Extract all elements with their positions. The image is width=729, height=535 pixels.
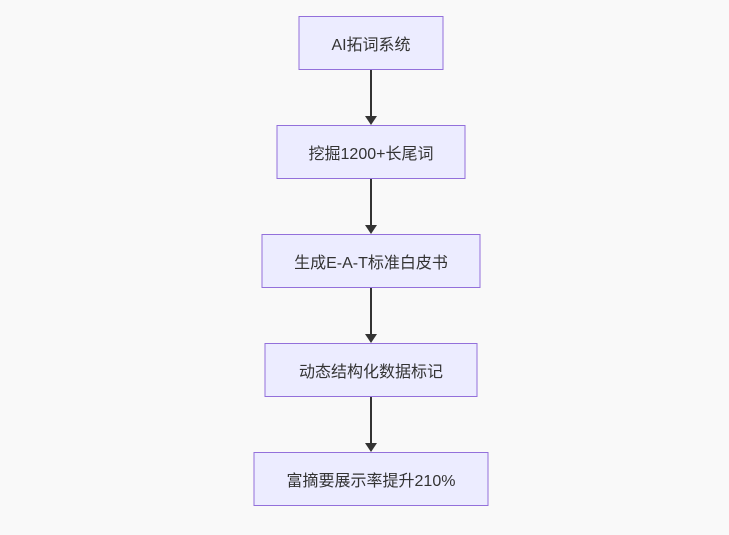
flow-node-longtail-mining: 挖掘1200+长尾词 — [276, 125, 466, 179]
edge-line-2 — [370, 179, 372, 225]
arrow-down-icon — [365, 443, 377, 452]
flow-node-label: 生成E-A-T标准白皮书 — [294, 255, 448, 272]
flow-node-label: 富摘要展示率提升210% — [286, 473, 456, 490]
arrow-down-icon — [365, 334, 377, 343]
flow-node-rich-snippet-result: 富摘要展示率提升210% — [253, 452, 489, 506]
edge-line-4 — [370, 397, 372, 443]
flow-node-structured-data-markup: 动态结构化数据标记 — [264, 343, 478, 397]
flow-node-label: 挖掘1200+长尾词 — [308, 146, 434, 163]
flow-node-eat-whitepaper: 生成E-A-T标准白皮书 — [261, 234, 481, 288]
flow-node-ai-word-expansion: AI拓词系统 — [298, 16, 444, 70]
edge-line-3 — [370, 288, 372, 334]
edge-line-1 — [370, 70, 372, 116]
flow-node-label: AI拓词系统 — [331, 37, 411, 54]
arrow-down-icon — [365, 116, 377, 125]
arrow-down-icon — [365, 225, 377, 234]
flow-node-label: 动态结构化数据标记 — [298, 364, 443, 381]
